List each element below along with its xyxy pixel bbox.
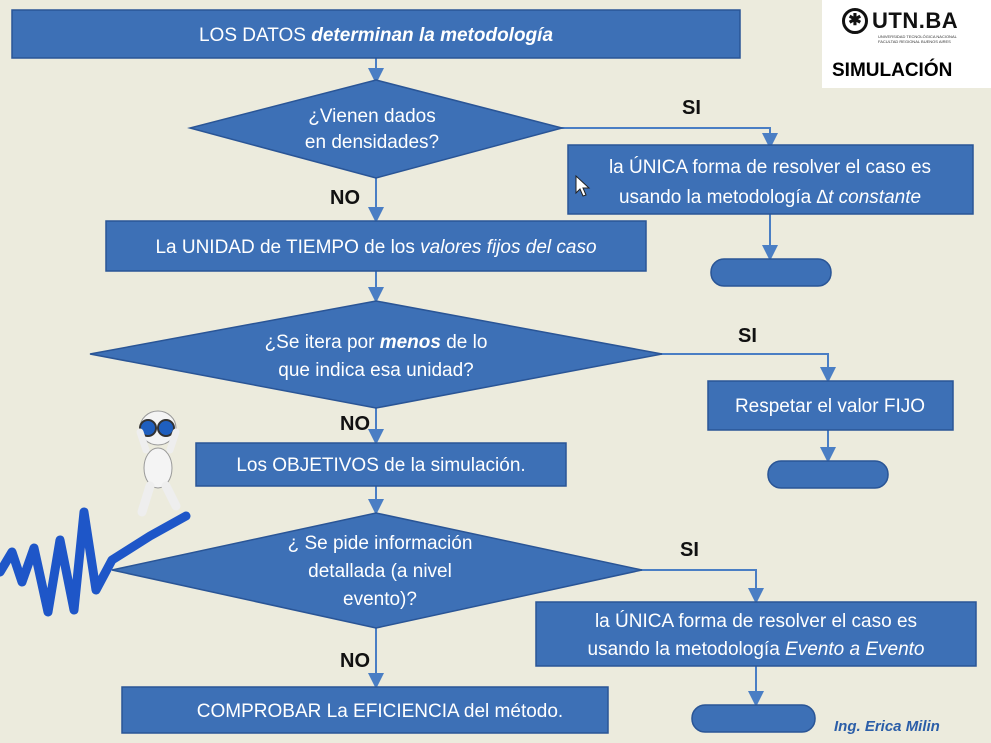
start-text: LOS DATOS determinan la metodología	[199, 25, 553, 46]
process-objectives: Los OBJETIVOS de la simulación.	[195, 442, 567, 487]
process-objectives-text: Los OBJETIVOS de la simulación.	[236, 455, 525, 476]
result-fixed-value-box	[707, 380, 954, 431]
decision-iterate-less-shape	[89, 300, 663, 409]
terminal-1	[710, 258, 832, 287]
result-event-to-event: la ÚNICA forma de resolver el caso es us…	[535, 601, 977, 667]
decision-detailed-info: ¿ Se pide información detallada (a nivel…	[111, 512, 643, 629]
yes-label-1: SI	[682, 97, 701, 119]
terminal-3	[691, 704, 816, 733]
decision-iterate-less-line1: ¿Se itera por menos de lo	[265, 332, 488, 353]
process-time-unit-text: La UNIDAD de TIEMPO de los valores fijos…	[155, 237, 596, 258]
end-text: COMPROBAR La EFICIENCIA del método.	[197, 701, 563, 722]
binocular-figure-icon	[136, 410, 181, 517]
start-process: LOS DATOS determinan la metodología	[11, 9, 741, 59]
decision-densities-line1: ¿Vienen dados	[308, 106, 435, 127]
utn-emblem-icon: ✱	[842, 8, 868, 34]
result-dt-constant-box	[567, 144, 974, 215]
zigzag-graph-icon	[0, 507, 191, 617]
no-label-3: NO	[340, 650, 370, 672]
decision-densities-shape	[187, 79, 565, 179]
result-dt-constant: la ÚNICA forma de resolver el caso es us…	[567, 144, 974, 215]
yes-label-3: SI	[680, 539, 699, 561]
decision-densities-line2: en densidades?	[305, 132, 439, 153]
process-time-unit-box	[105, 220, 647, 272]
start-box	[11, 9, 741, 59]
mascot-illustration	[0, 410, 191, 617]
connector-q3-yes	[640, 569, 764, 604]
author-credit: Ing. Erica Milin	[834, 718, 940, 735]
decision-iterate-less-line2: que indica esa unidad?	[278, 360, 473, 381]
result-dt-constant-line2: usando la metodología ∆t constante	[619, 187, 921, 208]
decision-detailed-info-line1: ¿ Se pide información	[288, 533, 473, 554]
no-label-1: NO	[330, 187, 360, 209]
terminal-2	[767, 460, 889, 489]
result-event-to-event-line2: usando la metodología Evento a Evento	[588, 639, 925, 660]
yes-label-2: SI	[738, 325, 757, 347]
decision-detailed-info-shape	[111, 512, 643, 629]
process-time-unit: La UNIDAD de TIEMPO de los valores fijos…	[105, 220, 647, 272]
decision-detailed-info-line3: evento)?	[343, 589, 417, 610]
result-fixed-value: Respetar el valor FIJO	[707, 380, 954, 431]
logo-brand: UTN.BA	[872, 8, 959, 33]
utn-ba-logo: ✱ UTN.BA UNIVERSIDAD TECNOLÓGICA NACIONA…	[822, 0, 991, 88]
connector-q1-yes	[560, 127, 778, 149]
end-box	[121, 686, 609, 734]
decision-densities: ¿Vienen dados en densidades?	[187, 79, 565, 179]
decision-iterate-less: ¿Se itera por menos de lo que indica esa…	[89, 300, 663, 409]
logo-row: ✱ UTN.BA	[842, 8, 958, 34]
result-dt-constant-line1: la ÚNICA forma de resolver el caso es	[609, 156, 931, 178]
result-fixed-value-text: Respetar el valor FIJO	[735, 396, 925, 417]
mouse-pointer-icon	[575, 174, 591, 197]
no-label-2: NO	[340, 413, 370, 435]
result-event-to-event-line1: la ÚNICA forma de resolver el caso es	[595, 610, 917, 632]
course-title: SIMULACIÓN	[832, 60, 953, 81]
process-objectives-box	[195, 442, 567, 487]
decision-detailed-info-line2: detallada (a nivel	[308, 561, 452, 582]
logo-subtitle: UNIVERSIDAD TECNOLÓGICA NACIONAL FACULTA…	[878, 34, 957, 44]
end-process: COMPROBAR La EFICIENCIA del método.	[121, 686, 609, 734]
connectors	[368, 58, 836, 707]
result-event-to-event-box	[535, 601, 977, 667]
connector-q2-yes	[660, 353, 836, 383]
